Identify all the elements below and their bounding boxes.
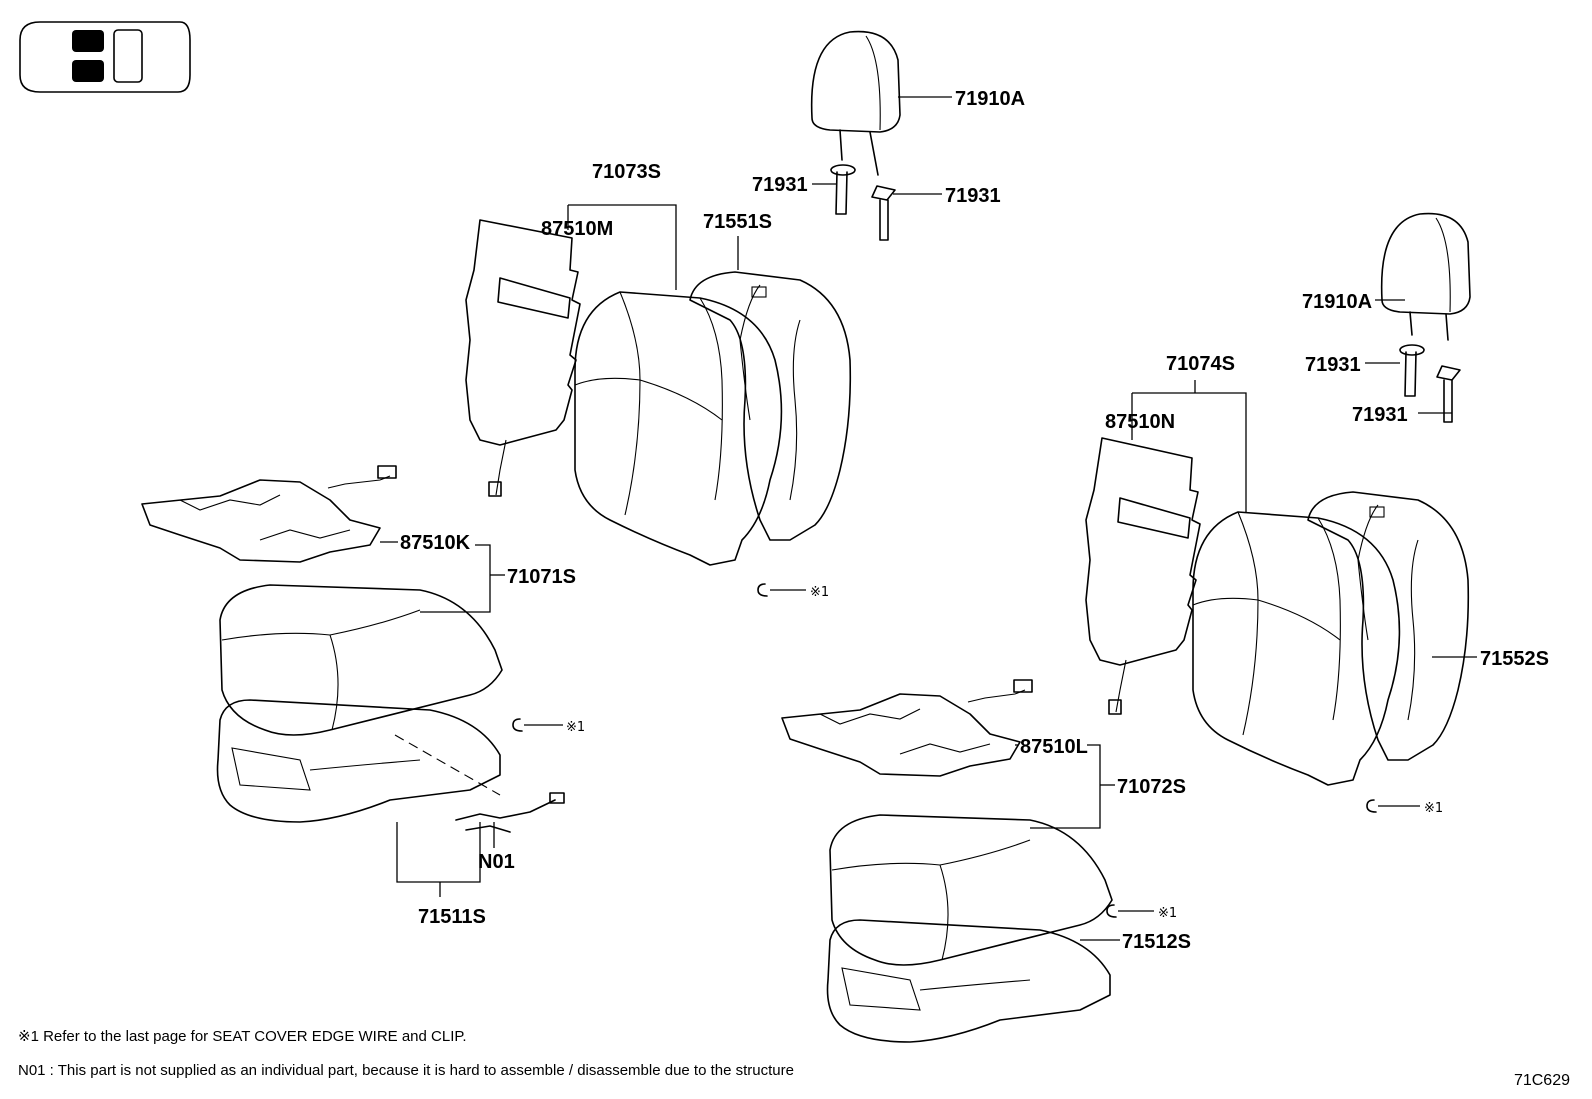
- ref-marker-2: ※1: [566, 720, 585, 735]
- seatback-heater-right: [1085, 437, 1201, 715]
- label-71552S: 71552S: [1480, 648, 1549, 670]
- seatback-heater-left: [465, 219, 581, 497]
- clip-symbol-1: [757, 583, 768, 597]
- label-71910A-right: 71910A: [1302, 291, 1372, 313]
- seatback-pad-right: [1307, 491, 1470, 761]
- label-87510M: 87510M: [541, 218, 613, 240]
- label-71071S: 71071S: [507, 566, 576, 588]
- label-71551S: 71551S: [703, 211, 772, 233]
- headrest-guide-right-b: [1436, 365, 1461, 423]
- ref-marker-4: ※1: [1158, 906, 1177, 921]
- label-71931-c: 71931: [1305, 354, 1361, 376]
- seatback-cover-left: [574, 291, 783, 566]
- label-87510N: 87510N: [1105, 411, 1175, 433]
- vehicle-seat-layout-icon: [19, 21, 191, 93]
- seat-cushion-cover-right: [829, 814, 1113, 966]
- clip-symbol-2: [512, 718, 523, 732]
- label-71072S: 71072S: [1117, 776, 1186, 798]
- seatback-pad-left: [689, 271, 852, 541]
- footnote-edge-wire: ※1 Refer to the last page for SEAT COVER…: [18, 1028, 467, 1045]
- leader-lines: [380, 96, 1477, 941]
- label-87510L: 87510L: [1020, 736, 1088, 758]
- seat-cushion-pad-left: [216, 699, 501, 823]
- label-N01: N01: [478, 851, 515, 873]
- headrest-right: [1380, 212, 1471, 341]
- headrest-guide-left-b: [871, 185, 896, 241]
- seatback-cover-right: [1192, 511, 1401, 786]
- label-71074S: 71074S: [1166, 353, 1235, 375]
- footnote-n01: N01 : This part is not supplied as an in…: [18, 1062, 794, 1079]
- label-71931-d: 71931: [1352, 404, 1408, 426]
- ref-marker-1: ※1: [810, 585, 829, 600]
- label-71512S: 71512S: [1122, 931, 1191, 953]
- seat-cushion-heater-left: [141, 465, 397, 563]
- seat-cushion-heater-right: [781, 679, 1033, 777]
- clip-symbol-4: [1106, 904, 1117, 918]
- label-87510K: 87510K: [400, 532, 471, 554]
- headrest-guide-left-a: [830, 164, 856, 215]
- seat-cushion-cover-left: [219, 584, 503, 736]
- clip-symbol-3: [1366, 799, 1377, 813]
- label-71910A-left: 71910A: [955, 88, 1025, 110]
- headrest-left: [810, 30, 901, 176]
- seat-cushion-pad-right: [826, 919, 1111, 1043]
- seat-harness-n01: [455, 792, 565, 833]
- label-71073S: 71073S: [592, 161, 661, 183]
- label-71511S: 71511S: [418, 906, 486, 928]
- ref-marker-3: ※1: [1424, 801, 1443, 816]
- headrest-guide-right-a: [1399, 344, 1425, 397]
- label-71931-b: 71931: [945, 185, 1001, 207]
- label-71931-a: 71931: [752, 174, 808, 196]
- figure-code: 71C629: [1513, 1072, 1570, 1089]
